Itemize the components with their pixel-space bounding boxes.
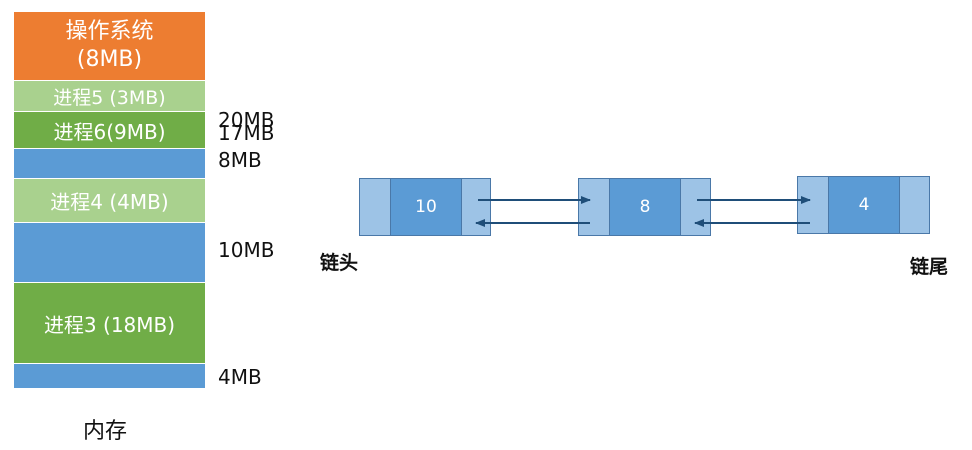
list-node-1: 10	[359, 178, 491, 236]
process-3-block: 进程3 (18MB)	[14, 282, 205, 363]
free-block-4mb	[14, 363, 205, 388]
node-prev-pointer	[797, 176, 829, 234]
process-3-label: 进程3 (18MB)	[43, 312, 176, 337]
process-6-block: 进程6(9MB)	[14, 111, 205, 148]
process-5-block: 进程5 (3MB)	[14, 80, 205, 111]
os-name: 操作系统	[65, 19, 154, 44]
list-tail-label: 链尾	[910, 256, 949, 278]
free-label-4mb: 4MB	[218, 365, 262, 389]
free-label-8mb: 8MB	[218, 148, 262, 172]
node-value: 10	[390, 178, 462, 236]
free-label-10mb: 10MB	[218, 238, 275, 262]
list-node-2: 8	[578, 178, 711, 236]
os-size: (8MB)	[76, 47, 143, 72]
free-label-17mb: 17MB	[218, 121, 275, 145]
node-next-pointer	[899, 176, 930, 234]
list-head-label: 链头	[320, 252, 359, 274]
os-block: 操作系统 (8MB)	[14, 12, 205, 80]
process-5-label: 进程5 (3MB)	[53, 86, 166, 109]
node-value: 4	[828, 176, 900, 234]
process-4-label: 进程4 (4MB)	[50, 190, 169, 214]
free-block-8mb	[14, 148, 205, 178]
process-4-block: 进程4 (4MB)	[14, 178, 205, 222]
process-6-label: 进程6(9MB)	[53, 119, 166, 144]
free-label-20mb: 20MB	[218, 108, 275, 132]
node-prev-pointer	[359, 178, 391, 236]
list-node-3: 4	[797, 176, 930, 234]
free-block-10mb	[14, 222, 205, 282]
memory-caption: 内存	[83, 419, 128, 444]
